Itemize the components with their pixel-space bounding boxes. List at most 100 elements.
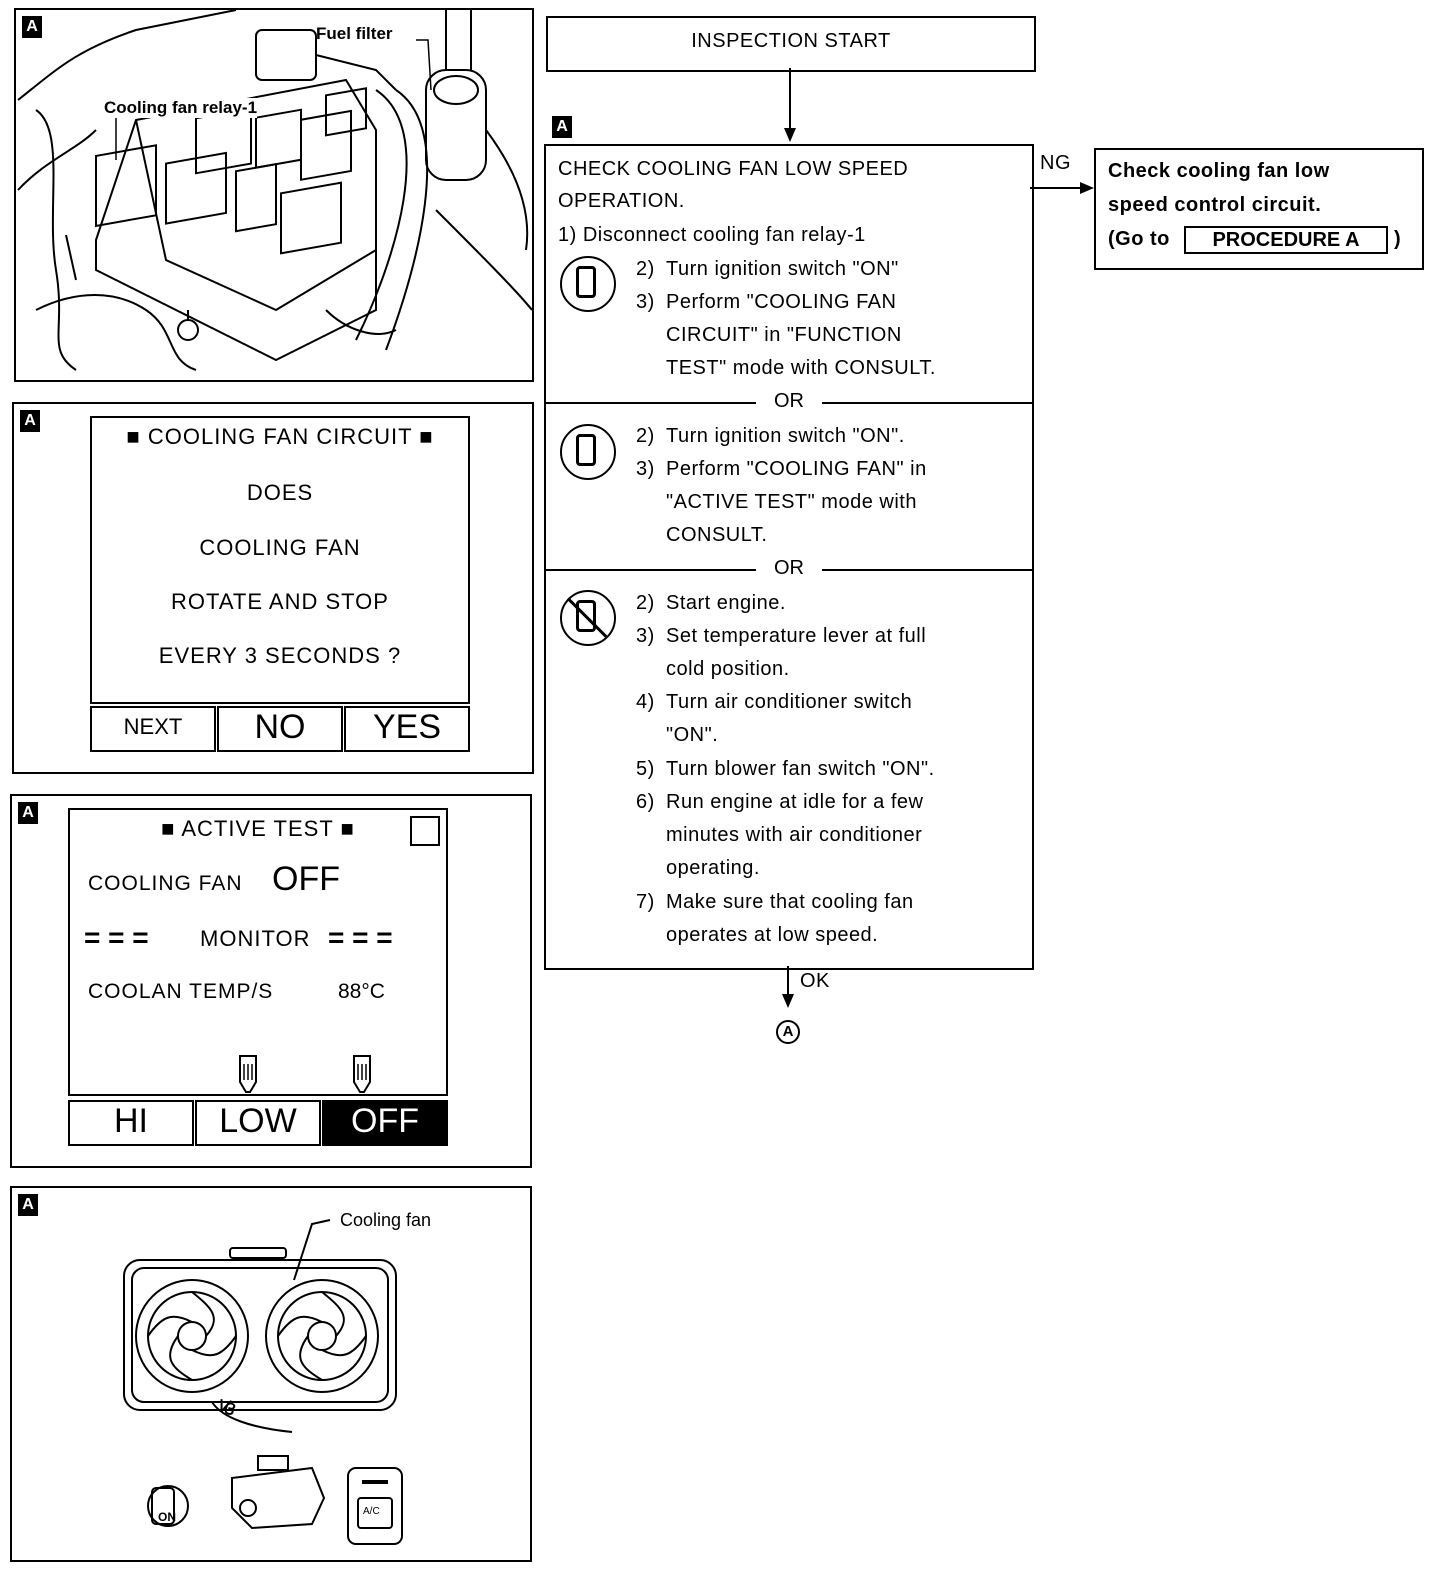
inspection-start-label: INSPECTION START bbox=[691, 30, 891, 52]
cooling-fan-value: OFF bbox=[272, 860, 340, 898]
step-num: 4) bbox=[636, 691, 655, 713]
or-divider: OR bbox=[546, 390, 1032, 412]
yes-button[interactable]: YES bbox=[344, 706, 470, 752]
step-text: Perform "COOLING FAN bbox=[666, 291, 897, 313]
consult-screen: ■ COOLING FAN CIRCUIT ■ DOES COOLING FAN… bbox=[90, 416, 470, 704]
step-num: 2) bbox=[636, 425, 655, 447]
no-consult-icon bbox=[560, 590, 616, 646]
ng-label: NG bbox=[1040, 152, 1071, 174]
ng-action-text: Check cooling fan low bbox=[1108, 160, 1330, 182]
check-title: OPERATION. bbox=[558, 190, 685, 212]
low-button[interactable]: LOW bbox=[195, 1100, 321, 1146]
cooling-fan-label: Cooling fan bbox=[340, 1210, 432, 1230]
connector-label: A bbox=[782, 1023, 794, 1040]
screen-line: EVERY 3 SECONDS ? bbox=[158, 643, 402, 668]
cooling-fan-label: COOLING FAN bbox=[88, 872, 243, 895]
pointer-hand-icon bbox=[239, 1055, 257, 1093]
step-text: operates at low speed. bbox=[666, 924, 879, 946]
ng-action-box: Check cooling fan low speed control circ… bbox=[1094, 148, 1424, 270]
or-label: OR bbox=[774, 390, 804, 412]
panel-relay-location: A bbox=[14, 8, 534, 382]
step-text: Turn blower fan switch "ON". bbox=[666, 758, 935, 780]
step-text: cold position. bbox=[666, 658, 790, 680]
step-text: Start engine. bbox=[666, 592, 786, 614]
panel-cooling-fan: A Cooling fan Ꟃ ON A/C bbox=[10, 1186, 532, 1562]
arrow-down-icon bbox=[784, 68, 796, 142]
step-num: 5) bbox=[636, 758, 655, 780]
panel-tag: A bbox=[18, 1194, 38, 1216]
hi-button[interactable]: HI bbox=[68, 1100, 194, 1146]
step-text: minutes with air conditioner bbox=[666, 824, 923, 846]
connector-a[interactable]: A bbox=[776, 1020, 800, 1044]
screen-title: COOLING FAN CIRCUIT bbox=[147, 424, 413, 449]
step-num: 7) bbox=[636, 891, 655, 913]
step-num: 2) bbox=[636, 592, 655, 614]
no-button[interactable]: NO bbox=[217, 706, 343, 752]
step-num: 6) bbox=[636, 791, 655, 813]
check-operation-box: CHECK COOLING FAN LOW SPEED OPERATION. 1… bbox=[544, 144, 1034, 970]
step-text: Set temperature lever at full bbox=[666, 625, 927, 647]
step-num: 3) bbox=[636, 625, 655, 647]
block-marker-icon: ■ bbox=[340, 816, 355, 841]
cooling-fan-illustration: Ꟃ bbox=[123, 1219, 403, 1545]
step-text: Turn air conditioner switch bbox=[666, 691, 913, 713]
or-label: OR bbox=[774, 557, 804, 579]
engine-bay-illustration bbox=[17, 10, 532, 371]
or-divider: OR bbox=[546, 557, 1032, 579]
off-button[interactable]: OFF bbox=[322, 1100, 448, 1146]
check-title: CHECK COOLING FAN LOW SPEED bbox=[558, 158, 909, 180]
panel-tag: A bbox=[18, 802, 38, 824]
procedure-a-link[interactable]: PROCEDURE A bbox=[1184, 226, 1388, 254]
pointer-hand-icon bbox=[353, 1055, 371, 1093]
step-text: Perform "COOLING FAN" in bbox=[666, 458, 927, 480]
coolant-temp-value: 88°C bbox=[338, 980, 385, 1003]
step-disconnect-relay: 1) Disconnect cooling fan relay-1 bbox=[558, 224, 866, 246]
step-text: Turn ignition switch "ON". bbox=[666, 425, 905, 447]
monitor-label: MONITOR bbox=[200, 926, 311, 951]
arrow-down-icon bbox=[782, 966, 794, 1008]
step-num: 2) bbox=[636, 258, 655, 280]
screen-title-row: ■ COOLING FAN CIRCUIT ■ bbox=[92, 424, 468, 450]
panel-function-test-screen: A ■ COOLING FAN CIRCUIT ■ DOES COOLING F… bbox=[12, 402, 534, 774]
step-num: 3) bbox=[636, 291, 655, 313]
double-line-left: = = = bbox=[84, 922, 149, 953]
step-text: Turn ignition switch "ON" bbox=[666, 258, 899, 280]
ng-action-text: (Go to bbox=[1108, 228, 1170, 250]
empty-checkbox bbox=[410, 816, 440, 846]
step-text: CIRCUIT" in "FUNCTION bbox=[666, 324, 902, 346]
double-line-right: = = = bbox=[328, 922, 393, 953]
arrow-right-icon bbox=[1030, 182, 1094, 194]
screen-line: COOLING FAN bbox=[199, 535, 361, 560]
panel-tag: A bbox=[20, 410, 40, 432]
consult-screen: ■ ACTIVE TEST ■ COOLING FAN OFF = = = MO… bbox=[68, 808, 448, 1096]
panel-tag: A bbox=[22, 16, 42, 38]
step-num: 3) bbox=[636, 458, 655, 480]
block-marker-icon: ■ bbox=[161, 816, 176, 841]
inspection-start-box: INSPECTION START bbox=[546, 16, 1036, 72]
step-text: CONSULT. bbox=[666, 524, 768, 546]
step-text: Run engine at idle for a few bbox=[666, 791, 924, 813]
screen-title-row: ■ ACTIVE TEST ■ bbox=[70, 816, 446, 842]
step-text: Make sure that cooling fan bbox=[666, 891, 914, 913]
ac-switch-label: A/C bbox=[363, 1506, 380, 1517]
next-button[interactable]: NEXT bbox=[90, 706, 216, 752]
screen-title: ACTIVE TEST bbox=[181, 816, 334, 841]
fuel-filter-label: Fuel filter bbox=[316, 24, 393, 43]
svg-text:Ꟃ: Ꟃ bbox=[215, 1397, 238, 1420]
ng-action-text: speed control circuit. bbox=[1108, 194, 1322, 216]
panel-active-test-screen: A ■ ACTIVE TEST ■ COOLING FAN OFF = = = … bbox=[10, 794, 532, 1168]
step-text: "ON". bbox=[666, 724, 719, 746]
screen-line: ROTATE AND STOP bbox=[171, 589, 389, 614]
coolant-temp-label: COOLAN TEMP/S bbox=[88, 980, 274, 1003]
consult-icon bbox=[560, 256, 616, 312]
section-tag: A bbox=[552, 116, 572, 138]
consult-icon bbox=[560, 424, 616, 480]
block-marker-icon: ■ bbox=[419, 424, 434, 449]
block-marker-icon: ■ bbox=[126, 424, 141, 449]
ignition-on-label: ON bbox=[158, 1510, 176, 1524]
monitor-divider: = = = MONITOR = = = bbox=[84, 922, 434, 953]
ok-label: OK bbox=[800, 970, 830, 992]
step-text: operating. bbox=[666, 857, 760, 879]
step-text: TEST" mode with CONSULT. bbox=[666, 357, 936, 379]
ng-action-text: ) bbox=[1394, 228, 1402, 250]
